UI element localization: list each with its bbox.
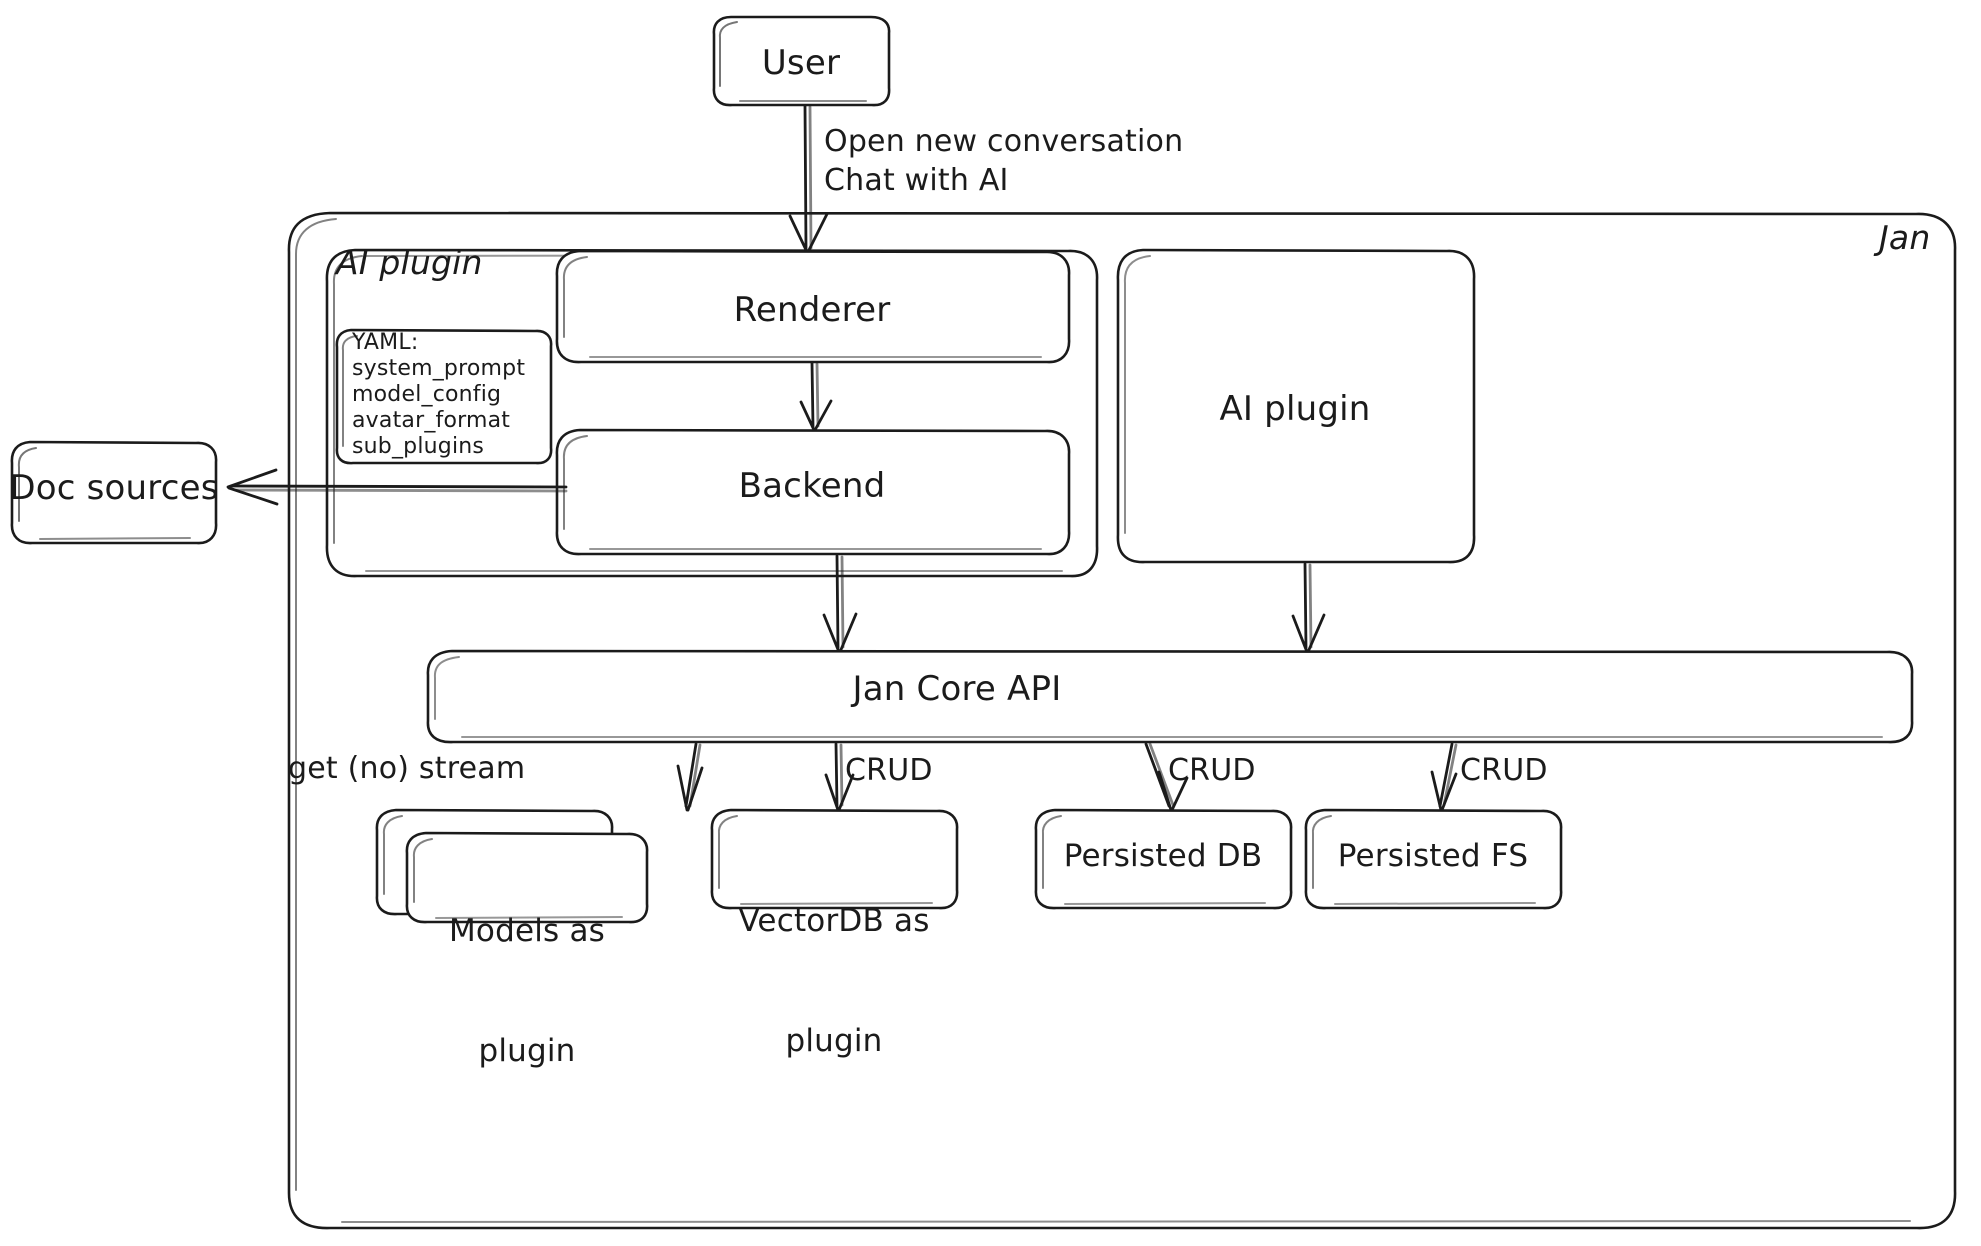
edge-core-to-models	[676, 742, 704, 812]
node-jan-core-api-shape	[426, 649, 1914, 744]
edge-renderer-to-backend	[799, 361, 833, 432]
note-yaml-key-system-prompt: system_prompt	[352, 356, 526, 381]
note-yaml-key-sub-plugins: sub_plugins	[352, 434, 485, 459]
edge-label-chat-with-ai: Chat with AI	[824, 163, 1009, 198]
node-models-as-plugin-line2: plugin	[478, 1033, 576, 1069]
node-persisted-fs-shape	[1304, 808, 1563, 910]
edge-core-to-persisted-db	[1144, 742, 1189, 812]
node-models-as-plugin-shape	[375, 808, 649, 924]
edge-label-open-new-conversation: Open new conversation	[824, 124, 1184, 159]
edge-label-crud-persisted-fs: CRUD	[1460, 753, 1548, 788]
node-vectordb-as-plugin-shape	[710, 808, 959, 910]
node-renderer-label: Renderer	[733, 290, 891, 330]
edge-backend-to-doc-sources	[226, 468, 568, 506]
edge-label-crud-vectordb: CRUD	[845, 753, 933, 788]
edge-label-crud-persisted-db: CRUD	[1168, 753, 1256, 788]
node-vectordb-as-plugin-label: VectorDB as plugin	[709, 821, 959, 1141]
node-backend-label: Backend	[738, 466, 886, 506]
note-yaml-title: YAML:	[352, 330, 419, 355]
node-user-label: User	[761, 43, 841, 83]
node-user-shape	[712, 15, 891, 107]
node-models-as-plugin-line1: Models as	[448, 913, 606, 949]
node-backend-shape	[555, 428, 1071, 556]
node-persisted-db-shape	[1034, 808, 1293, 910]
note-yaml-key-avatar-format: avatar_format	[352, 408, 511, 433]
edge-user-to-renderer	[788, 104, 829, 254]
node-doc-sources-shape	[10, 440, 218, 545]
note-yaml-shape	[335, 328, 553, 465]
edge-core-to-vectordb	[824, 742, 855, 812]
node-ai-plugin-label: AI plugin	[1219, 389, 1371, 429]
note-yaml: YAML: system_prompt model_config avatar_…	[352, 330, 547, 460]
container-jan-label: Jan	[1879, 218, 1931, 257]
node-persisted-db-label: Persisted DB	[1063, 838, 1263, 874]
edge-ai-plugin-to-core	[1291, 562, 1326, 654]
node-vectordb-as-plugin-line2: plugin	[785, 1023, 883, 1059]
node-ai-plugin-shape	[1116, 248, 1476, 564]
node-persisted-fs-label: Persisted FS	[1337, 838, 1529, 874]
node-doc-sources-label: Doc sources	[9, 468, 219, 508]
node-models-as-plugin-label: Models as plugin	[407, 831, 647, 1151]
node-renderer-shape	[555, 249, 1071, 364]
edge-label-get-no-stream: get (no) stream	[288, 751, 526, 786]
node-jan-core-api-label: Jan Core API	[852, 669, 1062, 709]
note-yaml-key-model-config: model_config	[352, 382, 502, 407]
container-ai-plugin-label: AI plugin	[336, 243, 483, 282]
node-vectordb-as-plugin-line1: VectorDB as	[738, 903, 930, 939]
edge-backend-to-core	[822, 554, 858, 654]
edge-core-to-persisted-fs	[1430, 742, 1458, 812]
